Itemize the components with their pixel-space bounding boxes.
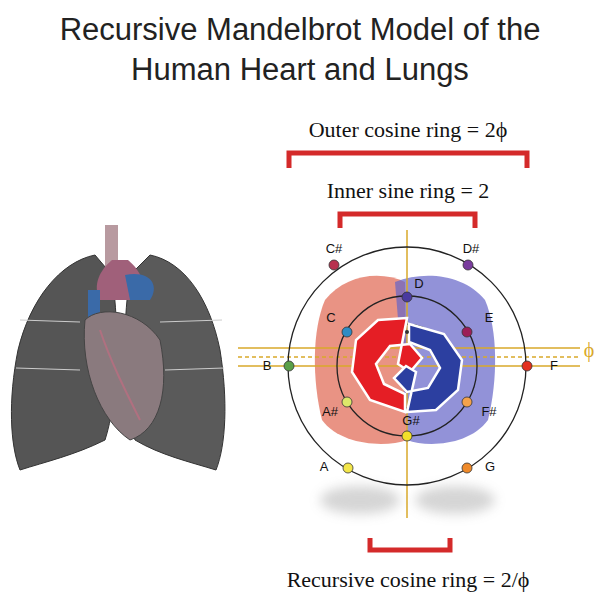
shadow: [320, 486, 400, 514]
note-label: F: [550, 359, 558, 373]
note-label: G#: [402, 414, 419, 428]
center-dot: [405, 330, 409, 334]
blue-spiral: [394, 324, 462, 412]
note-label: C#: [326, 242, 343, 256]
note-label: B: [263, 359, 272, 373]
diagram-title: Recursive Mandelbrot Model of the Human …: [30, 10, 570, 90]
ring-label: Recursive cosine ring = 2/ϕ: [287, 568, 530, 592]
note-label: D#: [463, 242, 480, 256]
note-label: C: [326, 311, 335, 325]
gold-axes: [238, 230, 580, 518]
note-label: G: [485, 460, 495, 474]
phi-label: ϕ: [584, 339, 595, 361]
ring-label: Outer cosine ring = 2ϕ: [309, 118, 508, 142]
outer-ring: [288, 247, 526, 485]
note-label: E: [485, 311, 494, 325]
inner-bracket: [340, 214, 475, 228]
lungs-illustration: [11, 225, 225, 470]
note-label: A: [320, 460, 329, 474]
note-dots: [284, 260, 532, 473]
note-label: A#: [322, 405, 338, 419]
recursive-bracket: [370, 538, 450, 550]
ring-label: Inner sine ring = 2: [327, 179, 490, 203]
note-label: F#: [481, 405, 496, 419]
inner-ring: [337, 296, 477, 436]
note-label: D: [414, 277, 423, 291]
outer-bracket: [289, 153, 527, 168]
shadow: [415, 486, 495, 514]
